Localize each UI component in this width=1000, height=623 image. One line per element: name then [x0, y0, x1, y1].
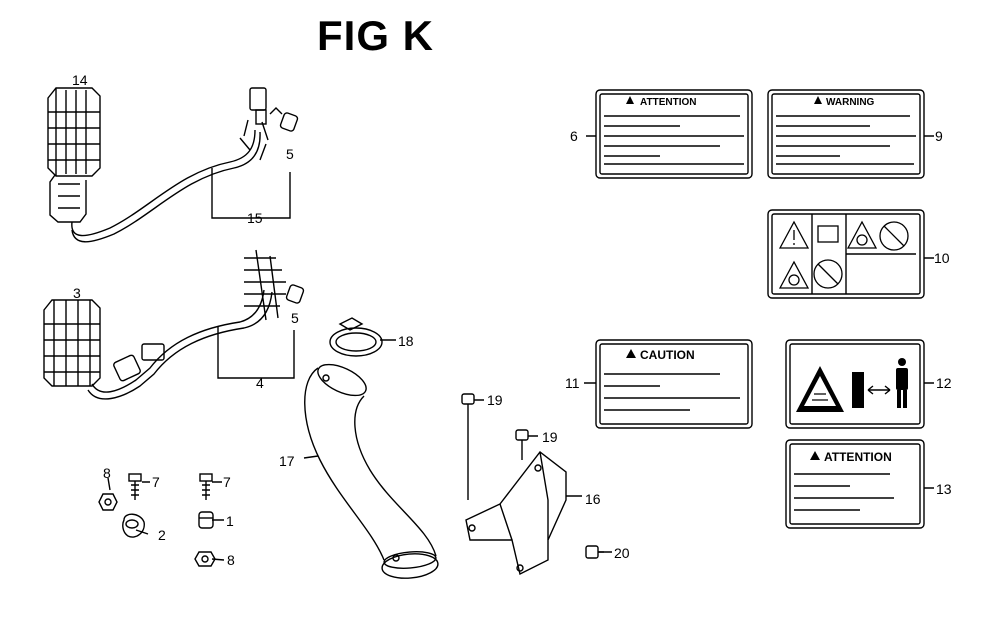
harness-mid [91, 289, 265, 393]
label-11-frame [595, 339, 753, 429]
harness-top [71, 129, 256, 237]
callout-15: 15 [247, 210, 263, 226]
connector-mid [113, 249, 305, 382]
regulator-top [47, 87, 101, 223]
callout-19a: 19 [487, 392, 503, 408]
nut-8b [194, 551, 216, 567]
figure-title: FIG K [317, 12, 434, 59]
callout-1: 1 [226, 513, 234, 529]
label-13-frame [785, 439, 925, 529]
label-12-pictograms [796, 358, 908, 412]
callout-11: 11 [565, 375, 580, 391]
collar-1 [198, 511, 214, 529]
bracket-16 [465, 451, 567, 576]
callout-8b: 8 [227, 552, 235, 568]
prohibition-icon [879, 221, 909, 251]
label-12-frame [785, 339, 925, 429]
label-6-text: ATTENTION [640, 97, 696, 108]
label-9-text: WARNING [826, 97, 875, 108]
bolt-19b [515, 429, 529, 460]
label-6-frame [595, 89, 753, 179]
regulator-mid [43, 299, 101, 387]
callout-4: 4 [256, 375, 264, 391]
callout-10: 10 [934, 250, 950, 266]
bolt-19a [461, 393, 475, 430]
label-10-frame [767, 209, 925, 299]
callout-16: 16 [585, 491, 601, 507]
label-9-header: WARNING [814, 96, 875, 108]
grommet-2 [122, 513, 145, 538]
callout-8a: 8 [103, 465, 111, 481]
label-6-header: ATTENTION [626, 96, 696, 108]
bolt-7a [128, 473, 142, 500]
hose-clamp-18 [329, 317, 383, 357]
callout-2: 2 [158, 527, 166, 543]
callout-20: 20 [614, 545, 630, 561]
callout-6: 6 [570, 128, 578, 144]
callout-19b: 19 [542, 429, 558, 445]
label-11-text: CAUTION [640, 348, 695, 362]
manual-book-icon [817, 225, 839, 243]
label-13-header: ATTENTION [810, 450, 892, 464]
nut-8a [98, 493, 118, 511]
label-11-header: CAUTION [626, 348, 695, 362]
callout-13: 13 [936, 481, 952, 497]
bolt-7b [199, 473, 213, 500]
callout-3: 3 [73, 285, 81, 301]
callout-5a: 5 [286, 146, 294, 162]
callout-7a: 7 [152, 474, 160, 490]
callout-7b: 7 [223, 474, 231, 490]
label-9-frame [767, 89, 925, 179]
label-13-text: ATTENTION [824, 450, 892, 464]
callout-5b: 5 [291, 310, 299, 326]
callout-14: 14 [72, 72, 88, 88]
connector-top [239, 87, 299, 161]
callout-12: 12 [936, 375, 952, 391]
person-icon [896, 358, 908, 408]
callout-17: 17 [279, 453, 295, 469]
air-duct-17 [304, 363, 439, 579]
warning-triangle-icon [778, 220, 810, 249]
distance-arrow-icon [867, 385, 891, 395]
callout-18: 18 [398, 333, 414, 349]
callout-9: 9 [935, 128, 943, 144]
